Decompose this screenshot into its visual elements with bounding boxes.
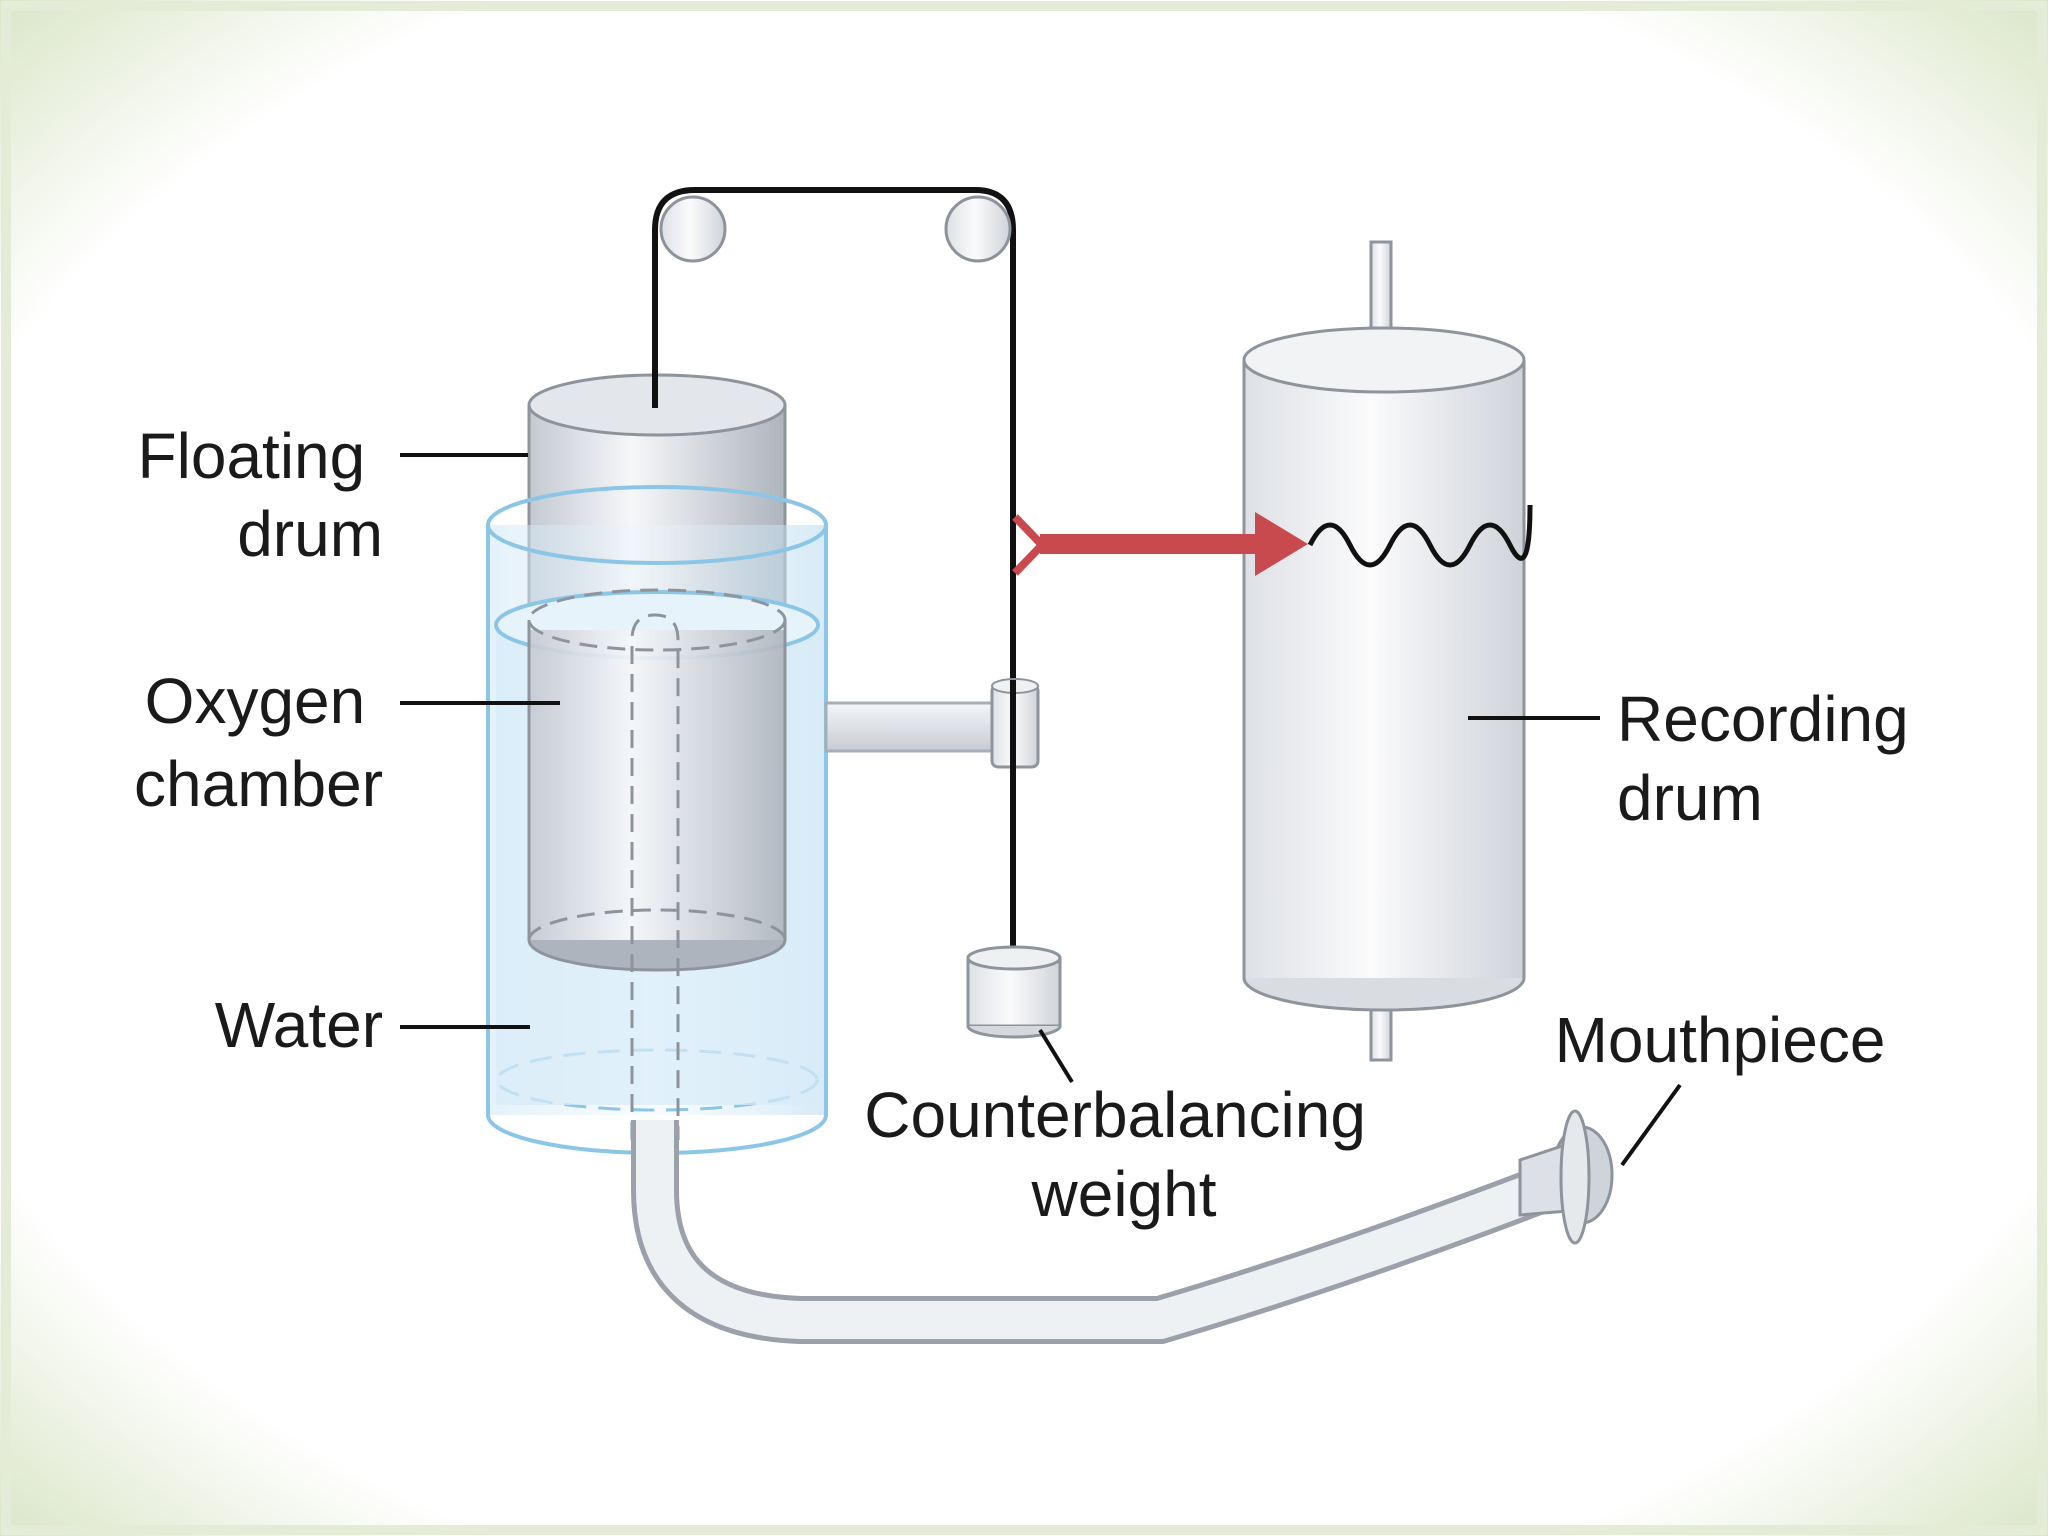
pulley-icon bbox=[944, 195, 1012, 263]
label-mouthpiece: Mouthpiece bbox=[1555, 1004, 1886, 1076]
pulley-icon bbox=[659, 195, 727, 263]
label-oxygen-chamber: Oxygen chamber bbox=[134, 665, 383, 820]
breathing-tube bbox=[631, 1120, 1549, 1344]
label-counterbalancing-weight: Counterbalancing weight bbox=[864, 1079, 1383, 1230]
label-water: Water bbox=[215, 989, 383, 1061]
label-recording-drum: Recording drum bbox=[1617, 683, 1927, 834]
recording-arrow-icon bbox=[1012, 512, 1308, 576]
mouthpiece-icon bbox=[1518, 1109, 1614, 1245]
pulley-wire bbox=[652, 187, 1016, 960]
inner-pipe bbox=[630, 613, 680, 1140]
support-arm bbox=[824, 678, 1040, 769]
leader-lines bbox=[400, 453, 1682, 1167]
oxygen-chamber bbox=[527, 588, 787, 972]
label-floating-drum: Floating drum bbox=[138, 420, 383, 570]
recording-drum bbox=[1242, 240, 1526, 1062]
recording-trace bbox=[1307, 504, 1533, 568]
counterbalancing-weight bbox=[966, 945, 1062, 1039]
